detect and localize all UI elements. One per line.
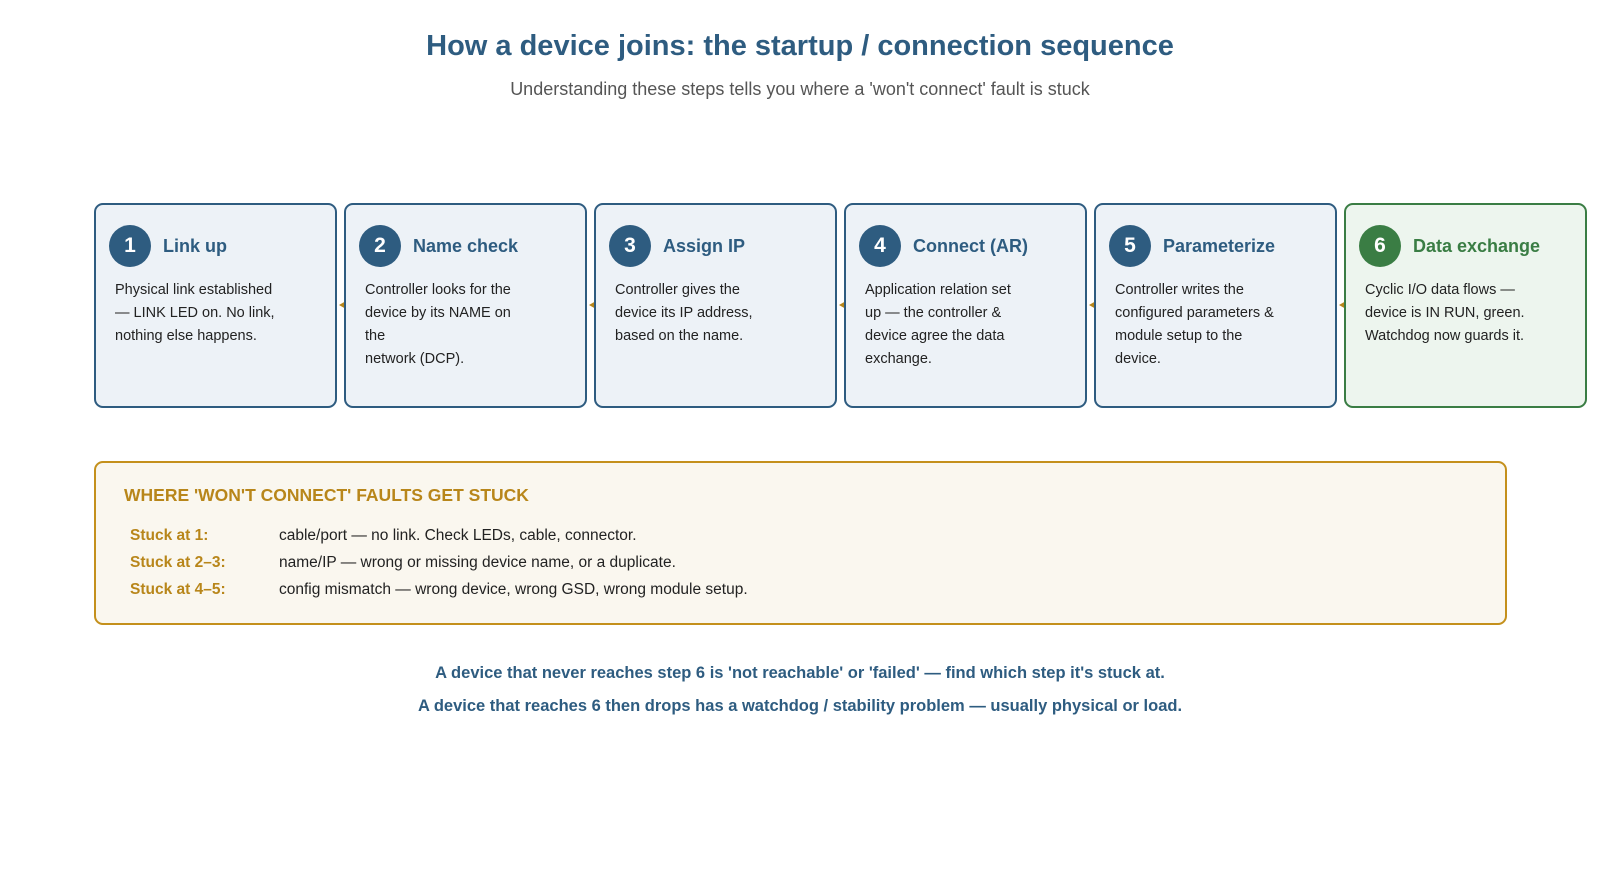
step-title: Data exchange [1413, 236, 1541, 256]
connector-arrow-icon [1089, 301, 1096, 309]
fault-row: Stuck at 2–3: name/IP — wrong or missing… [130, 554, 1430, 578]
connector-arrow-icon [1339, 301, 1346, 309]
step-description: Controller gives the device its IP addre… [615, 279, 783, 348]
step-card-3: 3 Assign IP Controller gives the device … [594, 203, 837, 408]
fault-description: name/IP — wrong or missing device name, … [279, 554, 676, 571]
summary-note-not-reachable: A device that never reaches step 6 is 'n… [435, 664, 1165, 682]
step-description-line: device by its NAME on the [365, 305, 511, 344]
step-card-5: 5 Parameterize Controller writes the con… [1094, 203, 1337, 408]
page-title: How a device joins: the startup / connec… [426, 30, 1174, 62]
step-title: Assign IP [663, 236, 746, 256]
step-description-line: Controller writes the [1115, 282, 1244, 298]
step-description-line: Controller gives the [615, 282, 740, 298]
summary-note-watchdog: A device that reaches 6 then drops has a… [417, 697, 1183, 715]
fault-row: Stuck at 4–5: config mismatch — wrong de… [130, 581, 1430, 605]
step-number-badge: 4 [859, 225, 901, 267]
step-description-line: configured parameters & [1115, 305, 1274, 321]
fault-description: config mismatch — wrong device, wrong GS… [279, 581, 748, 598]
connector-arrow-icon [339, 301, 346, 309]
fault-stage-label: Stuck at 2–3: [130, 554, 226, 571]
fault-stage-label: Stuck at 1: [130, 527, 209, 544]
fault-stage-label: Stuck at 4–5: [130, 581, 226, 598]
step-description: Controller writes the configured paramet… [1115, 279, 1283, 371]
step-description-line: Application relation set [865, 282, 1011, 298]
step-description-line: Controller looks for the [365, 282, 511, 298]
page-subtitle: Understanding these steps tells you wher… [510, 79, 1090, 99]
step-description-line: exchange. [865, 351, 932, 367]
connector-arrow-icon [589, 301, 596, 309]
step-number-badge: 1 [109, 225, 151, 267]
step-title: Link up [163, 236, 227, 256]
step-description-line: — LINK LED on. No link, [115, 305, 275, 321]
step-description: Controller looks for the device by its N… [365, 279, 533, 371]
step-description-line: up — the controller & [865, 305, 1002, 321]
step-title: Connect (AR) [913, 236, 1028, 256]
fault-guide-heading: WHERE 'WON'T CONNECT' FAULTS GET STUCK [124, 485, 529, 505]
step-description-line: Watchdog now guards it. [1365, 328, 1525, 344]
step-description-line: Physical link established [115, 282, 273, 298]
step-description-line: network (DCP). [365, 351, 465, 367]
fault-row: Stuck at 1: cable/port — no link. Check … [130, 527, 1430, 551]
step-title: Name check [413, 236, 519, 256]
step-description-line: Cyclic I/O data flows — [1365, 282, 1515, 298]
step-description: Physical link established — LINK LED on.… [115, 279, 283, 348]
step-description: Cyclic I/O data flows — device is IN RUN… [1365, 279, 1533, 348]
step-description: Application relation set up — the contro… [865, 279, 1033, 371]
step-card-4: 4 Connect (AR) Application relation set … [844, 203, 1087, 408]
step-description-line: module setup to the [1115, 328, 1243, 344]
fault-guide-panel: WHERE 'WON'T CONNECT' FAULTS GET STUCK S… [94, 461, 1507, 625]
step-number-badge: 3 [609, 225, 651, 267]
step-title: Parameterize [1163, 236, 1276, 256]
step-description-line: device is IN RUN, green. [1365, 305, 1525, 321]
fault-description: cable/port — no link. Check LEDs, cable,… [279, 527, 637, 544]
connector-arrow-icon [839, 301, 846, 309]
step-number-badge: 5 [1109, 225, 1151, 267]
step-number-badge: 6 [1359, 225, 1401, 267]
step-description-line: device. [1115, 351, 1161, 367]
step-description-line: based on the name. [615, 328, 744, 344]
step-card-6: 6 Data exchange Cyclic I/O data flows — … [1344, 203, 1587, 408]
step-description-line: device agree the data [865, 328, 1005, 344]
step-number-badge: 2 [359, 225, 401, 267]
step-description-line: nothing else happens. [115, 328, 257, 344]
step-card-2: 2 Name check Controller looks for the de… [344, 203, 587, 408]
step-card-1: 1 Link up Physical link established — LI… [94, 203, 337, 408]
step-description-line: device its IP address, [615, 305, 753, 321]
